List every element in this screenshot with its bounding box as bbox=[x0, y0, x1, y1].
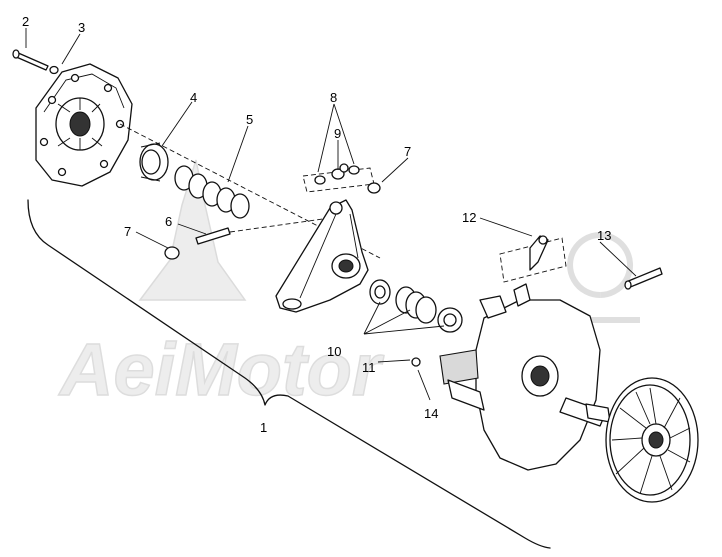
hardware-group-parts-8-9 bbox=[302, 163, 375, 193]
leader-lines bbox=[25, 28, 637, 401]
callout-12: 12 bbox=[462, 210, 476, 225]
watermark: AeiMotor bbox=[57, 159, 640, 412]
callout-5: 5 bbox=[246, 112, 253, 127]
callout-2: 2 bbox=[22, 14, 29, 29]
callout-13: 13 bbox=[597, 228, 611, 243]
watermark-text: AeiMotor bbox=[58, 328, 385, 411]
nut-part-3 bbox=[49, 65, 59, 75]
axis-line-lower bbox=[229, 217, 331, 233]
callout-7-lower: 7 bbox=[124, 224, 131, 239]
callout-7-upper: 7 bbox=[404, 144, 411, 159]
bushing-part-4 bbox=[139, 142, 169, 182]
assembly-bracket bbox=[27, 199, 551, 549]
callout-6: 6 bbox=[165, 214, 172, 229]
washer-set-part-10 bbox=[369, 279, 463, 333]
sheave-cover-part-3 bbox=[35, 63, 133, 187]
pin-part-6 bbox=[195, 227, 231, 245]
callout-10: 10 bbox=[327, 344, 341, 359]
roller-part-7-lower bbox=[164, 246, 180, 260]
bolt-part-2 bbox=[12, 49, 49, 71]
callout-3: 3 bbox=[78, 20, 85, 35]
weight-part-12 bbox=[499, 235, 567, 283]
shaft-and-fixed-sheave bbox=[559, 377, 699, 503]
callout-9: 9 bbox=[334, 126, 341, 141]
bolt-part-13 bbox=[624, 267, 663, 290]
callout-4: 4 bbox=[190, 90, 197, 105]
callout-8: 8 bbox=[330, 90, 337, 105]
spider-arm-assembly bbox=[275, 199, 369, 313]
pin-part-14 bbox=[411, 357, 421, 367]
roller-part-7-upper bbox=[367, 182, 381, 194]
callout-labels: 1 2 3 4 5 6 7 7 8 9 10 11 12 13 14 bbox=[22, 14, 611, 435]
callout-11: 11 bbox=[362, 360, 376, 375]
callout-1: 1 bbox=[260, 420, 267, 435]
movable-sheave bbox=[439, 283, 601, 471]
callout-14: 14 bbox=[424, 406, 438, 421]
spring-part-5 bbox=[174, 165, 250, 219]
